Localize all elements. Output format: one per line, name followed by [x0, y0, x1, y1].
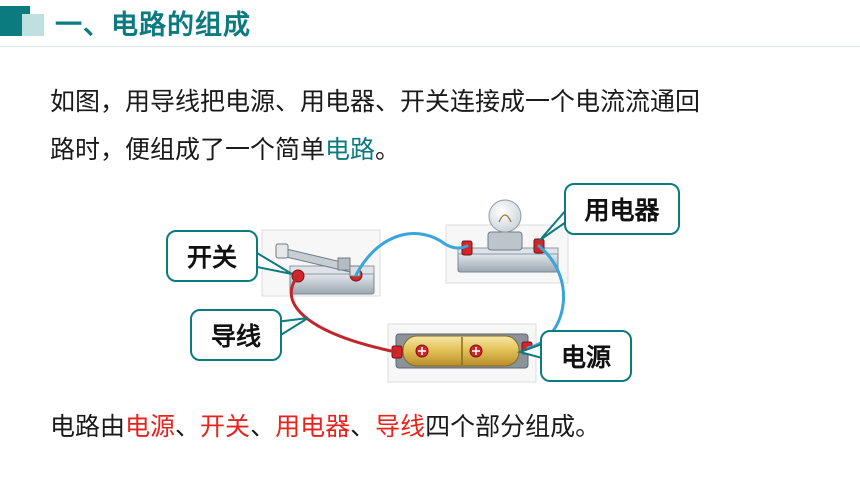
- callout-appliance: 用电器: [564, 183, 680, 235]
- battery-icon: [391, 333, 533, 369]
- intro-line-2-prefix: 路时，便组成了一个简单: [50, 135, 326, 164]
- intro-line-2-suffix: 。: [375, 135, 401, 164]
- summary-part-power-source: 电源: [125, 412, 176, 441]
- summary-sep-2: 、: [250, 412, 276, 441]
- summary-suffix: 四个部分组成。: [425, 412, 601, 441]
- summary-prefix: 电路由: [50, 412, 126, 441]
- bulb-icon: [457, 199, 559, 273]
- summary-sep-1: 、: [175, 412, 201, 441]
- callout-wire: 导线: [190, 309, 282, 361]
- intro-line-2: 路时，便组成了一个简单电路。: [50, 126, 400, 174]
- callout-switch: 开关: [166, 230, 258, 282]
- summary-part-switch: 开关: [200, 412, 251, 441]
- summary-part-wire: 导线: [375, 412, 426, 441]
- summary-part-appliance: 用电器: [275, 412, 351, 441]
- header-divider: [0, 46, 860, 47]
- red-wire-switch-to-battery: [289, 274, 398, 354]
- page-title: 一、电路的组成: [55, 10, 251, 41]
- header-square-light: [22, 14, 44, 36]
- blue-wire-switch-to-bulb: [354, 232, 469, 277]
- intro-term-circuit: 电路: [325, 135, 376, 164]
- summary-line: 电路由电源、开关、用电器、导线四个部分组成。: [50, 403, 600, 451]
- intro-line-1: 如图，用导线把电源、用电器、开关连接成一个电流流通回: [50, 87, 701, 116]
- blue-wire-bulb-to-battery: [526, 244, 565, 350]
- summary-sep-3: 、: [350, 412, 376, 441]
- callout-power-source: 电源: [540, 330, 632, 382]
